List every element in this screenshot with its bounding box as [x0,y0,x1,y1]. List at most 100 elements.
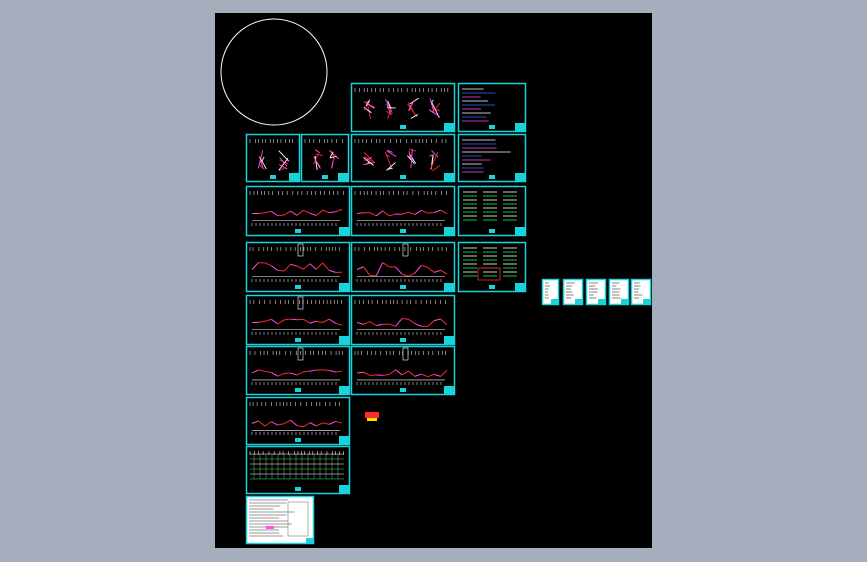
drawing-sheet-s16[interactable] [350,345,456,396]
profile-line [408,272,416,277]
drawing-sheet-s15[interactable] [245,345,351,396]
legend-box [287,501,309,537]
plan-line [366,102,375,109]
sheet-number [400,388,406,392]
plan-line [363,161,375,166]
drawing-sheet-s04[interactable] [300,133,350,183]
profile-line [376,323,383,326]
title-block [621,299,628,304]
drawing-sheet-s03[interactable] [245,133,301,183]
profile-line [309,369,317,372]
profile-line [395,369,403,376]
legend-swatch [266,526,274,529]
plan-line [329,151,334,158]
profile-line [283,263,291,272]
profile-line [290,210,298,216]
drawing-sheet-s18[interactable] [245,445,351,495]
profile-line [440,269,448,275]
plan-line [428,109,440,117]
plan-line [432,107,441,112]
drawing-sheet-s09[interactable] [457,185,527,237]
profile-line [363,321,371,325]
profile-line [440,209,448,215]
drawing-sheet-s11[interactable] [350,241,456,293]
drawing-sheet-s06[interactable] [457,133,527,183]
drawing-sheet-s07[interactable] [245,185,351,237]
title-block [444,386,454,394]
profile-line [433,269,441,273]
profile-line [290,372,298,376]
profile-line [270,318,279,325]
profile-line [258,369,265,372]
sheet-number [295,338,301,342]
profile-line [421,264,428,268]
plan-line [386,162,396,171]
profile-line [427,373,435,378]
title-block [289,173,299,181]
drawing-sheet-s14[interactable] [350,294,456,346]
profile-line [264,318,272,322]
plan-line [431,150,439,158]
profile-line [382,262,390,268]
sheet-number [270,175,276,179]
title-block [339,336,349,344]
sheet-frame [457,185,527,237]
drawing-sheet-s02[interactable] [457,82,527,133]
drawing-sheet-s22[interactable] [585,278,607,306]
title-block [643,299,650,304]
title-block [515,283,525,291]
drawing-sheet-s24[interactable] [630,278,652,306]
sheet-number [295,229,301,233]
drawing-sheet-s01[interactable] [350,82,456,133]
sheet-number [295,285,301,289]
plan-line [408,150,412,160]
plan-line [429,151,439,171]
drawing-sheet-s23[interactable] [608,278,630,306]
profile-line [433,373,441,377]
drawing-sheet-s20[interactable] [541,278,560,306]
plan-line [410,114,419,119]
drawing-canvas[interactable] [215,13,652,548]
title-block [444,173,454,181]
drawing-sheet-s12[interactable] [457,241,527,293]
plan-line [387,107,393,120]
plan-line [365,99,371,106]
sheet-frame [457,241,527,293]
profile-line [408,211,416,216]
plan-line [278,157,289,171]
sheet-number [322,175,328,179]
drawing-sheet-s19[interactable] [245,495,315,545]
drawing-sheet-s13[interactable] [245,294,351,346]
profile-line [328,420,336,425]
sheet-frame [350,294,456,346]
drawing-sheet-s21[interactable] [562,278,584,306]
profile-line [363,266,371,276]
drawing-sheet-s05[interactable] [350,133,456,183]
title-block [551,299,558,304]
profile-line [309,212,317,217]
sheet-number [489,125,495,129]
plan-line [431,154,434,165]
profile-line [309,422,317,427]
detail-box [297,347,304,361]
plan-line [279,157,288,167]
plan-line [331,160,334,168]
profile-line [264,262,272,267]
profile-line [315,262,324,270]
profile-line [335,370,343,373]
drawing-sheet-s10[interactable] [245,241,351,293]
drawing-sheet-s17[interactable] [245,396,351,446]
profile-line [322,318,330,324]
profile-line [335,209,343,213]
plan-line [387,167,393,170]
profile-line [290,263,298,267]
profile-line [375,210,384,217]
plan-line [407,155,415,165]
title-block [515,227,525,235]
site-circle [220,18,328,126]
plan-line [385,153,390,158]
cad-viewport[interactable] [215,13,652,548]
drawing-sheet-s08[interactable] [350,185,456,237]
title-block [339,386,349,394]
profile-line [401,318,409,320]
